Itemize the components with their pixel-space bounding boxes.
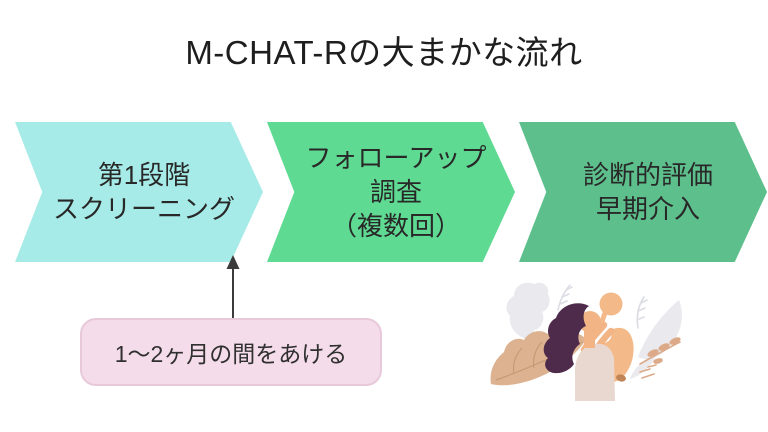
- flow-step-line: 診断的評価: [582, 160, 713, 190]
- flow-step-line: スクリーニング: [52, 194, 235, 224]
- flow-step-stage1-screening: 第1段階 スクリーニング: [15, 122, 263, 262]
- flow-step-line: 調査: [369, 177, 422, 207]
- interval-note: 1〜2ヶ月の間をあける: [80, 318, 382, 386]
- tan-leaf-veins: [495, 337, 583, 381]
- flow-step-line: 第1段階: [97, 160, 191, 190]
- gray-sprig-left: [557, 284, 573, 311]
- gray-leaf-left: [506, 282, 550, 340]
- gray-sprig-right: [636, 296, 648, 329]
- interval-note-label: 1〜2ヶ月の間をあける: [114, 341, 348, 367]
- baby-shoe-icon: [616, 374, 626, 382]
- flow-step-label: 診断的評価 早期介入: [573, 158, 713, 226]
- flow-step-diagnosis: 診断的評価 早期介入: [519, 122, 767, 262]
- flow-step-line: フォローアップ: [305, 143, 487, 173]
- tan-sprig-right-stem: [639, 341, 681, 365]
- mother-torso: [575, 343, 615, 401]
- flow-step-line: 早期介入: [595, 194, 700, 224]
- mother-baby-illustration: [490, 282, 682, 401]
- flow-step-label: 第1段階 スクリーニング: [43, 158, 235, 226]
- baby-head: [599, 292, 623, 316]
- up-arrow-connector: [226, 255, 240, 319]
- flow-step-follow-up: フォローアップ 調査 （複数回）: [267, 122, 515, 262]
- mother-head: [579, 311, 601, 333]
- flow-step-line: （複数回）: [330, 211, 461, 241]
- flow-step-label: フォローアップ 調査 （複数回）: [296, 141, 487, 243]
- tan-dashes: [639, 364, 657, 379]
- mother-hair: [543, 303, 589, 374]
- page-title: M-CHAT-Rの大まかな流れ: [185, 34, 583, 71]
- arrowhead-up-icon: [226, 255, 240, 269]
- mother-neck: [584, 328, 595, 348]
- tan-sprig-right-leaves: [647, 337, 681, 364]
